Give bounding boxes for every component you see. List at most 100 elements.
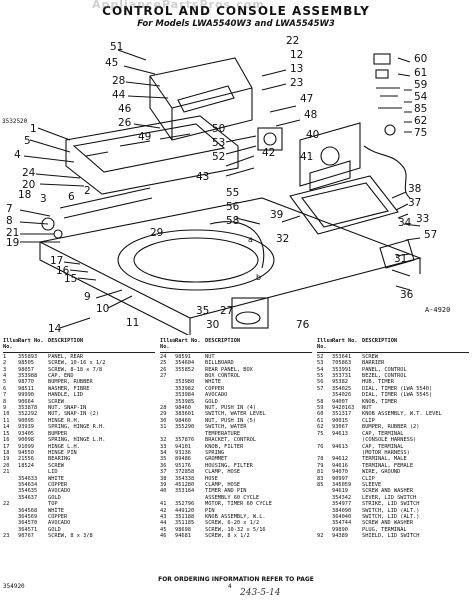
callout: 35 bbox=[196, 305, 209, 317]
description-cell: CLAMP, HOSE bbox=[205, 481, 241, 488]
callout-letter: a bbox=[248, 235, 253, 244]
illus-no-cell: 33 bbox=[160, 443, 167, 450]
illus-no-cell: 30 bbox=[160, 417, 167, 424]
part-no-cell: 90015 bbox=[332, 417, 348, 424]
callout: 23 bbox=[290, 77, 303, 89]
description-cell: NUT, PUSH IN (4) bbox=[205, 405, 257, 412]
part-no-cell: 95176 bbox=[175, 462, 191, 469]
part-no-cell: 94070 bbox=[332, 469, 348, 476]
console-front-part bbox=[65, 115, 239, 195]
description-cell: HUB, TIMER bbox=[362, 379, 394, 386]
description-cell: NUT bbox=[362, 405, 372, 412]
part-no-cell: 355290 bbox=[175, 424, 195, 431]
part-no-cell: 94101 bbox=[175, 443, 191, 450]
description-cell: COPPER bbox=[48, 481, 68, 488]
callout: 5 bbox=[24, 135, 31, 147]
header-cell: DESCRIPTION bbox=[362, 338, 398, 344]
part-no-cell: 351317 bbox=[332, 411, 352, 418]
description-cell: SCREW AND WASHER bbox=[362, 520, 414, 527]
diagram-code: A-4920 bbox=[425, 306, 451, 314]
description-cell: SCREW, 8 x 1/2 bbox=[205, 533, 250, 540]
part-no-cell: 354634 bbox=[18, 481, 38, 488]
illus-no-cell: 5 bbox=[3, 379, 7, 386]
part-no-cell: 449120 bbox=[175, 507, 195, 514]
illus-no-cell: 36 bbox=[160, 462, 167, 469]
description-cell: HOUSING, FILTER bbox=[205, 462, 253, 469]
part-no-cell: 94550 bbox=[18, 449, 34, 456]
part-no-cell: 353982 bbox=[175, 385, 195, 392]
part-no-cell: 94007 bbox=[332, 398, 348, 405]
description-cell: BRACKET, CONTROL bbox=[205, 437, 257, 444]
part-no-cell: 351185 bbox=[175, 520, 195, 527]
illus-no-cell: 53 bbox=[317, 360, 324, 367]
illus-no-cell: 7 bbox=[3, 392, 7, 399]
description-cell: BEARING bbox=[48, 456, 71, 463]
rear-panel-part bbox=[149, 57, 253, 141]
part-no-cell: 98698 bbox=[175, 526, 191, 533]
part-no-cell: 98460 bbox=[175, 405, 191, 412]
part-no-cell: 18524 bbox=[18, 462, 34, 469]
callout: 9 bbox=[84, 291, 91, 303]
callout: 20 bbox=[22, 179, 35, 191]
callout: 42 bbox=[262, 147, 275, 159]
illus-no-cell: 54 bbox=[317, 366, 324, 373]
illus-no-cell: 27 bbox=[160, 373, 167, 380]
header-cell: Illus. No. bbox=[160, 338, 180, 351]
description-cell: HOSE bbox=[205, 475, 218, 482]
callout: 49 bbox=[138, 131, 151, 143]
illus-no-cell: 29 bbox=[160, 411, 167, 418]
illus-no-cell: 19 bbox=[3, 456, 10, 463]
callout: 75 bbox=[414, 127, 427, 139]
part-no-cell: 357876 bbox=[175, 437, 195, 444]
part-no-cell: 352796 bbox=[175, 501, 195, 508]
callout: 55 bbox=[226, 187, 239, 199]
header-cell: DESCRIPTION bbox=[205, 338, 241, 344]
callout: 61 bbox=[414, 67, 427, 79]
part-no-cell: 353878 bbox=[18, 405, 38, 412]
part-no-cell: 353988 bbox=[18, 373, 38, 380]
illus-no-cell: 17 bbox=[3, 443, 10, 450]
part-no-cell: 93405 bbox=[18, 430, 34, 437]
description-cell: SCREW bbox=[48, 398, 64, 405]
illus-no-cell: 40 bbox=[160, 488, 167, 495]
illus-no-cell: 78 bbox=[317, 456, 324, 463]
callout: 48 bbox=[304, 109, 317, 121]
terminal-cap-part bbox=[373, 53, 391, 65]
timer-part bbox=[257, 127, 283, 151]
description-cell: CLIP bbox=[362, 475, 375, 482]
callout: 30 bbox=[206, 319, 219, 331]
callout: 3 bbox=[40, 193, 47, 205]
illus-no-cell: 34 bbox=[160, 449, 167, 456]
part-no-cell: 364040 bbox=[332, 513, 352, 520]
part-no-cell: 345059 bbox=[332, 481, 352, 488]
description-cell: LID bbox=[48, 469, 58, 476]
wire-harness-part bbox=[363, 145, 411, 199]
description-cell: DIAL, TIMER (LWA 5540) bbox=[362, 385, 433, 392]
description-cell: PANEL, CONTROL bbox=[362, 366, 407, 373]
description-cell: SCREW, 8-18 x 7/8 bbox=[48, 366, 103, 373]
illus-no-cell: 41 bbox=[160, 501, 167, 508]
part-no-cell: 94616 bbox=[332, 462, 348, 469]
callout: 56 bbox=[226, 201, 240, 213]
parts-row: (CONSOLE HARNESS) bbox=[317, 437, 469, 443]
callout: 27 bbox=[220, 305, 233, 317]
